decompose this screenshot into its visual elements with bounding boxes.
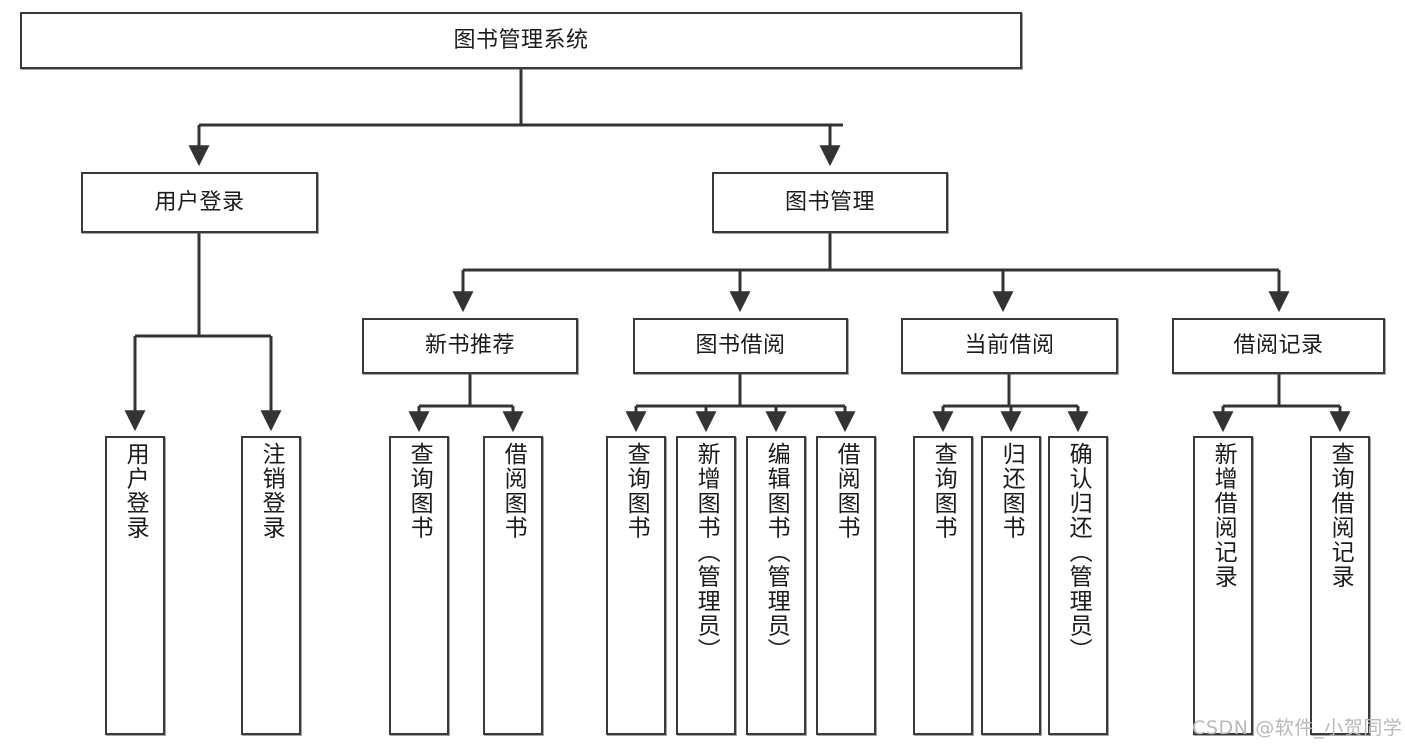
leaf-query-record[interactable]: 查询借阅记录 (1310, 436, 1370, 735)
leaf-user-login-label: 用户登录 (122, 442, 149, 540)
leaf-query-book-2-label: 查询图书 (623, 442, 650, 540)
leaf-query-book-3-label: 查询图书 (930, 442, 957, 540)
node-user-login[interactable]: 用户登录 (81, 172, 318, 233)
leaf-borrow-book-1-label: 借阅图书 (500, 442, 527, 540)
node-book-manage[interactable]: 图书管理 (712, 172, 948, 233)
leaf-user-logout-label: 注销登录 (258, 442, 285, 540)
node-root-label: 图书管理系统 (453, 27, 589, 53)
leaf-return-book[interactable]: 归还图书 (981, 436, 1041, 735)
leaf-confirm-return-label: 确认归还（管理员） (1065, 442, 1092, 663)
node-book-manage-label: 图书管理 (784, 189, 875, 215)
leaf-edit-book[interactable]: 编辑图书（管理员） (746, 436, 806, 735)
node-root[interactable]: 图书管理系统 (20, 12, 1022, 69)
leaf-query-book-3[interactable]: 查询图书 (913, 436, 973, 735)
leaf-add-record[interactable]: 新增借阅记录 (1193, 436, 1253, 735)
leaf-borrow-book-2[interactable]: 借阅图书 (816, 436, 876, 735)
leaf-query-book-2[interactable]: 查询图书 (606, 436, 666, 735)
leaf-user-login[interactable]: 用户登录 (105, 436, 165, 735)
leaf-add-book[interactable]: 新增图书（管理员） (676, 436, 736, 735)
node-new-book-rec-label: 新书推荐 (424, 333, 515, 359)
leaf-add-book-label: 新增图书（管理员） (693, 442, 720, 663)
node-book-borrow[interactable]: 图书借阅 (633, 318, 848, 374)
node-book-borrow-label: 图书借阅 (695, 333, 786, 359)
leaf-user-logout[interactable]: 注销登录 (241, 436, 301, 735)
node-current-borrow[interactable]: 当前借阅 (901, 318, 1118, 374)
leaf-query-book-1-label: 查询图书 (406, 442, 433, 540)
leaf-edit-book-label: 编辑图书（管理员） (763, 442, 790, 663)
leaf-add-record-label: 新增借阅记录 (1210, 442, 1237, 589)
leaf-borrow-book-2-label: 借阅图书 (833, 442, 860, 540)
node-borrow-record[interactable]: 借阅记录 (1172, 318, 1385, 374)
node-borrow-record-label: 借阅记录 (1233, 333, 1324, 359)
leaf-confirm-return[interactable]: 确认归还（管理员） (1048, 436, 1108, 735)
leaf-query-book-1[interactable]: 查询图书 (389, 436, 449, 735)
node-current-borrow-label: 当前借阅 (964, 333, 1055, 359)
leaf-return-book-label: 归还图书 (998, 442, 1025, 540)
leaf-query-record-label: 查询借阅记录 (1327, 442, 1354, 589)
node-user-login-label: 用户登录 (154, 189, 245, 215)
node-new-book-rec[interactable]: 新书推荐 (362, 318, 578, 374)
leaf-borrow-book-1[interactable]: 借阅图书 (483, 436, 543, 735)
